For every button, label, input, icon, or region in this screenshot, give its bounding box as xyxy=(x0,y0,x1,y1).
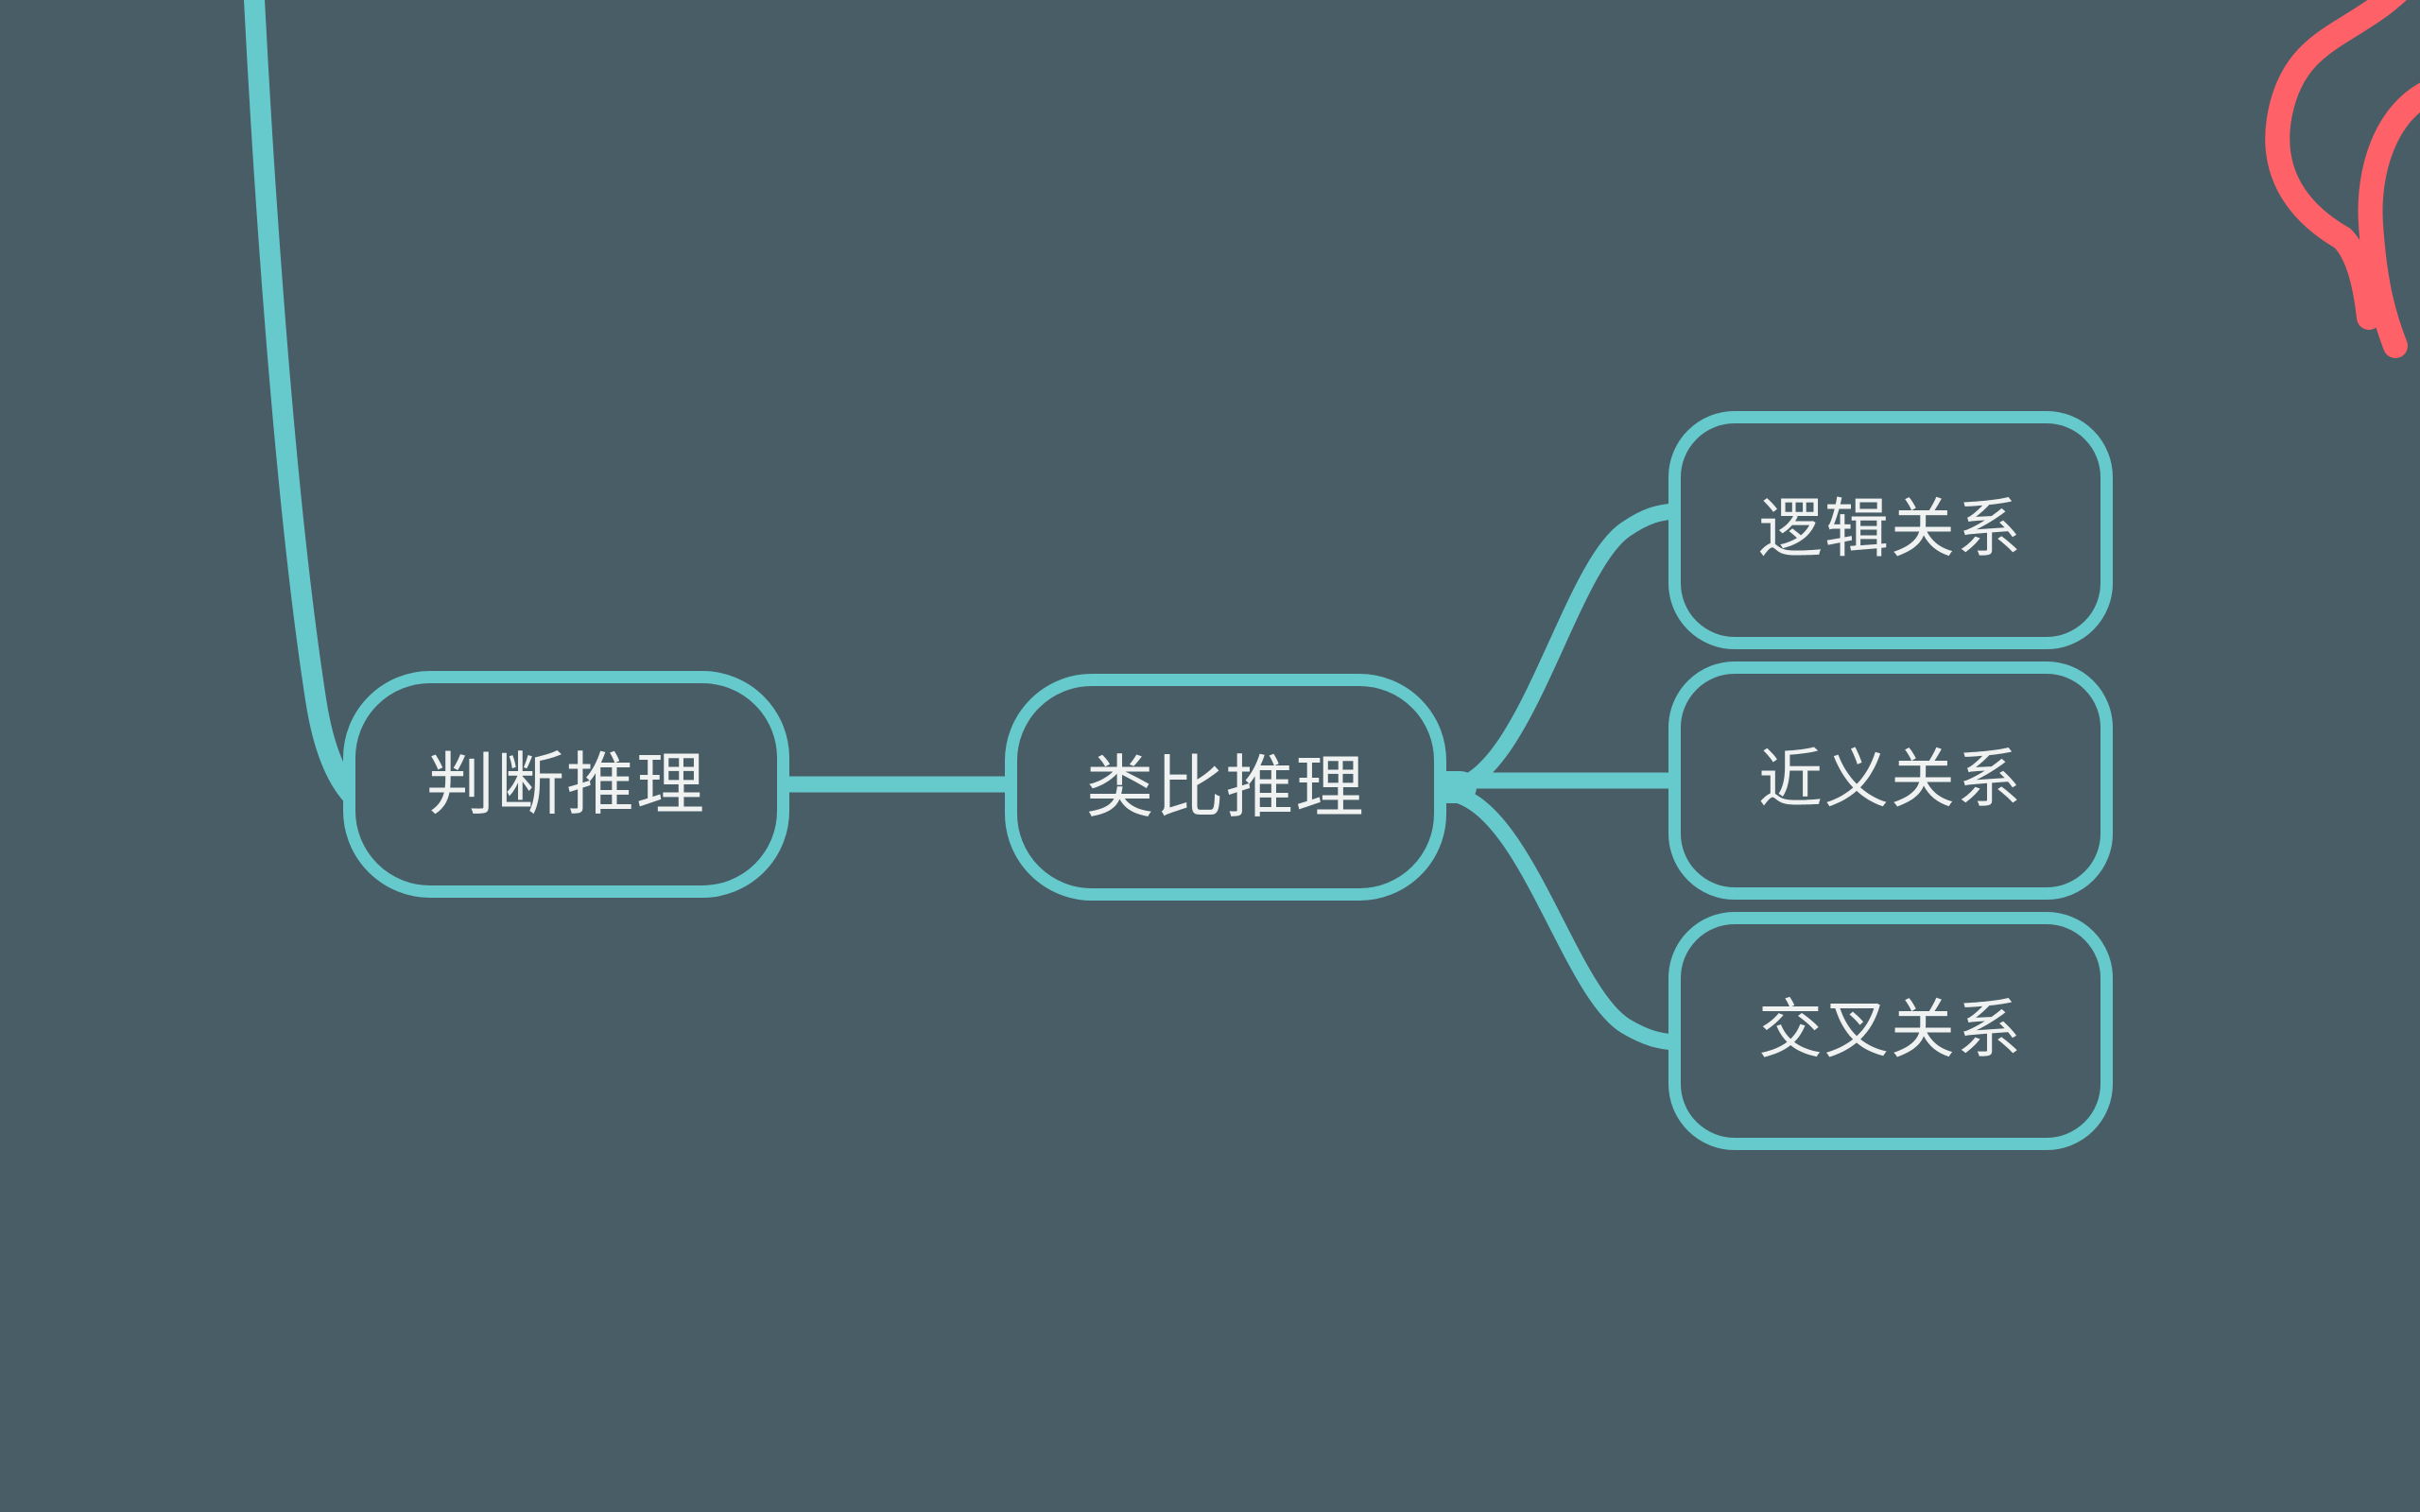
mindmap-node-jinyi-guanxi[interactable]: 近义关系 xyxy=(1668,662,2113,900)
mindmap-node-label: 近义关系 xyxy=(1757,743,2023,817)
mindmap-node-panduan-tuili[interactable]: 判断推理 xyxy=(343,671,789,898)
mindmap-node-label: 判断推理 xyxy=(425,745,706,824)
edge-n2-to-n3 xyxy=(1444,503,1684,796)
edge-pink-node-arc xyxy=(2358,82,2420,358)
mindmap-node-luoji-guanxi[interactable]: 逻辑关系 xyxy=(1668,411,2113,649)
mindmap-node-leibi-tuili[interactable]: 类比推理 xyxy=(1005,674,1446,901)
mindmap-node-label: 类比推理 xyxy=(1085,747,1366,827)
mindmap-node-label: 交叉关系 xyxy=(1757,993,2023,1068)
edge-pink-continuation xyxy=(2330,226,2381,330)
mindmap-node-jiaocha-guanxi[interactable]: 交叉关系 xyxy=(1668,912,2113,1150)
edge-pink-descending xyxy=(2265,0,2407,250)
edge-n2-to-n5 xyxy=(1444,785,1684,1051)
mindmap-node-label: 逻辑关系 xyxy=(1757,492,2023,567)
